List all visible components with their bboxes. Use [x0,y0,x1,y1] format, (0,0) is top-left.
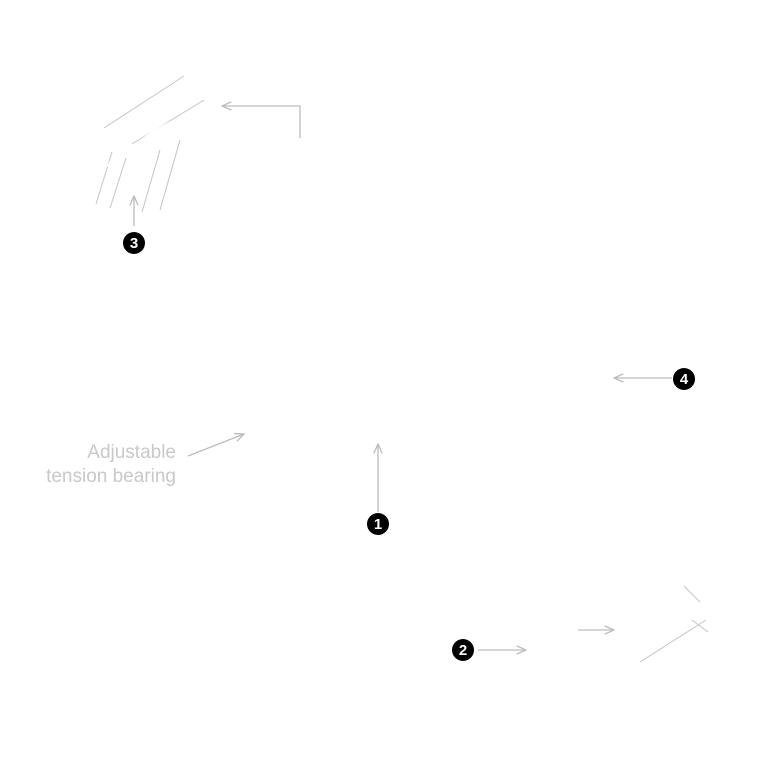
callout-3: 3 [123,232,145,254]
callout-1: 1 [367,513,389,535]
callout-4: 4 [673,368,695,390]
detail-end-cap [61,75,205,213]
tray-upper-left [129,104,368,344]
leader-bearing [187,434,244,457]
arm-upper-right [385,237,557,369]
bearing-label: Adjustable tension bearing [46,442,176,487]
bearing-label-line-2: tension bearing [46,466,176,487]
leader-lines [134,106,672,650]
center-hub [343,352,421,427]
rear-strut [493,255,608,531]
tray-upper-right [419,126,650,355]
base-foot [312,521,714,584]
arm-lower-right [377,371,574,621]
callout-3-number: 3 [130,235,138,252]
callout-1-number: 1 [374,516,382,533]
tension-bearing-parts [248,381,362,441]
callout-4-number: 4 [680,371,689,388]
callout-2-number: 2 [459,642,467,659]
bearing-label-line-1: Adjustable [87,442,176,463]
arm-upper-left [247,241,405,393]
leader-top-elbow [222,106,301,138]
arm-lower-left [186,383,385,640]
detail-foot-caps [532,585,709,682]
callout-2: 2 [452,639,474,661]
